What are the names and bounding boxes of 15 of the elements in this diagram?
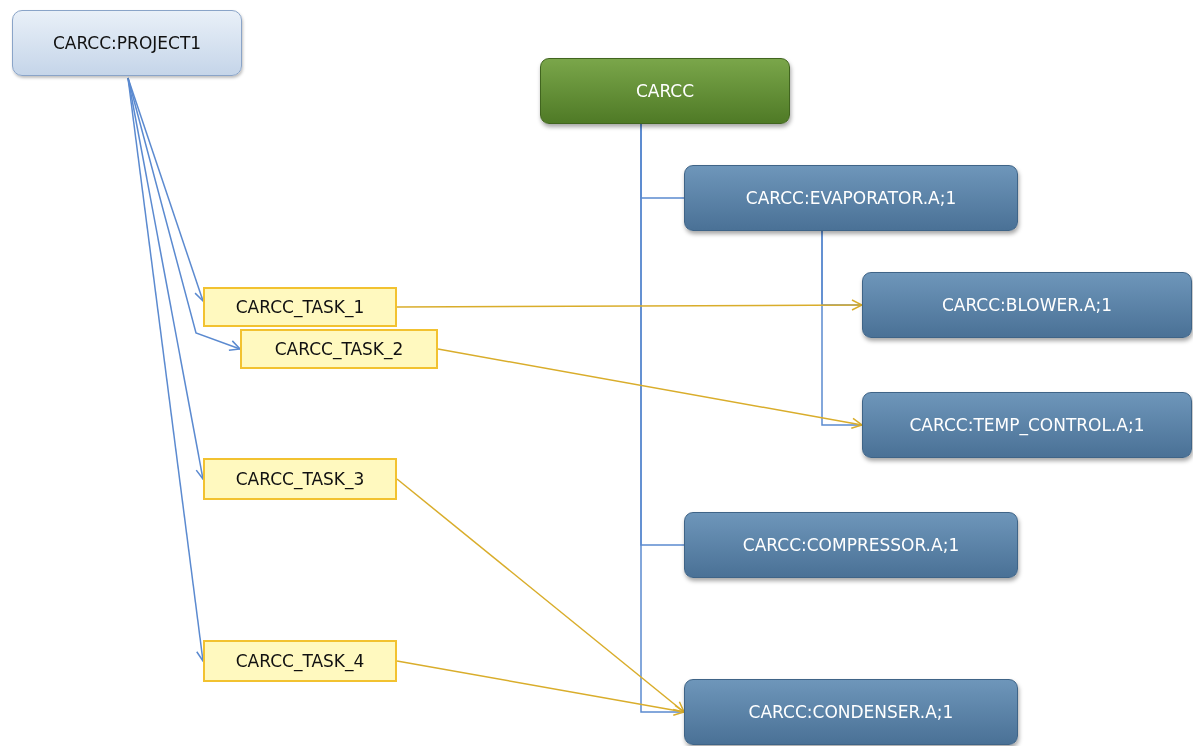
component-box: CARCC:COMPRESSOR.A;1 — [684, 512, 1018, 578]
root-box: CARCC — [540, 58, 790, 124]
component-box: CARCC:CONDENSER.A;1 — [684, 679, 1018, 745]
component-box: CARCC:BLOWER.A;1 — [862, 272, 1192, 338]
task-box: CARCC_TASK_2 — [240, 329, 438, 369]
arrow — [396, 478, 685, 713]
arrow — [437, 348, 863, 429]
project-box: CARCC:PROJECT1 — [12, 10, 242, 76]
component-box: CARCC:EVAPORATOR.A;1 — [684, 165, 1018, 231]
task-box: CARCC_TASK_3 — [203, 458, 397, 500]
component-box: CARCC:TEMP_CONTROL.A;1 — [862, 392, 1192, 458]
task-box: CARCC_TASK_4 — [203, 640, 397, 682]
arrow — [396, 660, 685, 716]
arrow — [396, 299, 863, 311]
task-box: CARCC_TASK_1 — [203, 287, 397, 327]
